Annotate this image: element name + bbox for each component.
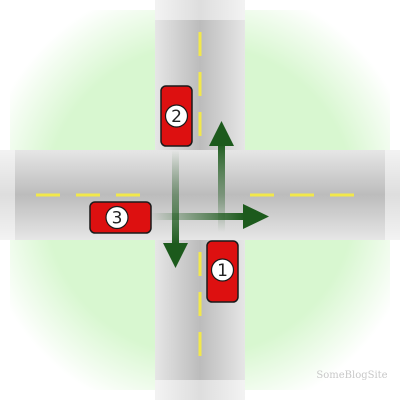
- road-fade-top: [155, 0, 245, 20]
- car-3: 3: [89, 201, 152, 234]
- arrow-head: [243, 204, 269, 229]
- road-fade-left: [0, 150, 15, 240]
- arrow-head: [209, 121, 234, 146]
- car-2: 2: [160, 85, 193, 147]
- car-label: 1: [217, 261, 228, 281]
- road-fade-bottom: [155, 380, 245, 400]
- car-badge: [210, 258, 235, 282]
- arrow-shaft: [150, 213, 245, 220]
- arrow-car-2-south: [163, 150, 188, 268]
- car-label: 2: [171, 107, 182, 127]
- arrow-shaft: [218, 142, 225, 232]
- arrow-car-1-north: [209, 121, 234, 232]
- car-label: 3: [112, 209, 123, 229]
- car-badge: [105, 205, 129, 230]
- arrow-head: [163, 243, 188, 268]
- watermark: SomeBlogSite: [316, 370, 387, 381]
- car-1: 1: [206, 240, 239, 303]
- arrow-car-3-east: [150, 204, 269, 229]
- arrow-shaft: [172, 150, 179, 245]
- lane-markings: [36, 32, 354, 356]
- road-fade-right: [385, 150, 400, 240]
- car-badge: [164, 104, 189, 128]
